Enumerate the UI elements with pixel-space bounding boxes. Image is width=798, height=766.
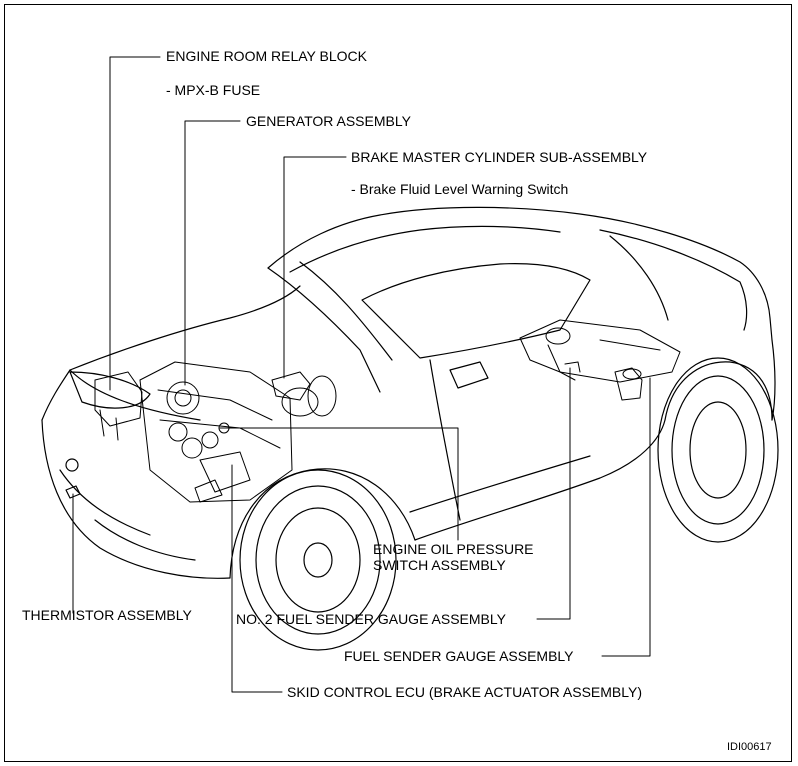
label-engine-oil-pressure-line2: SWITCH ASSEMBLY: [373, 557, 506, 573]
brake-master-cylinder: [271, 371, 337, 417]
label-generator-assembly: GENERATOR ASSEMBLY: [246, 113, 411, 129]
label-thermistor-assembly: THERMISTOR ASSEMBLY: [22, 607, 192, 623]
label-brake-master-cylinder: BRAKE MASTER CYLINDER SUB-ASSEMBLY: [351, 149, 648, 165]
label-no2-fuel-sender: NO. 2 FUEL SENDER GAUGE ASSEMBLY: [236, 611, 506, 627]
thermistor: [65, 485, 81, 499]
label-mpx-b-fuse: - MPX-B FUSE: [166, 82, 261, 98]
label-engine-room-relay-block: ENGINE ROOM RELAY BLOCK: [166, 48, 367, 64]
relay-block: [94, 371, 143, 441]
label-fuel-sender: FUEL SENDER GAUGE ASSEMBLY: [344, 648, 574, 664]
fuel-tank: [519, 319, 681, 401]
label-skid-control-ecu: SKID CONTROL ECU (BRAKE ACTUATOR ASSEMBL…: [287, 684, 642, 700]
figure-code: IDI00617: [727, 741, 772, 753]
car-body: [41, 206, 776, 579]
engine-block: [139, 361, 293, 503]
front-wheel: [239, 469, 397, 651]
leader-lines: [72, 56, 651, 693]
label-engine-oil-pressure-line1: ENGINE OIL PRESSURE: [373, 541, 534, 557]
rear-wheel: [657, 357, 779, 543]
label-brake-fluid-switch: - Brake Fluid Level Warning Switch: [351, 181, 569, 197]
